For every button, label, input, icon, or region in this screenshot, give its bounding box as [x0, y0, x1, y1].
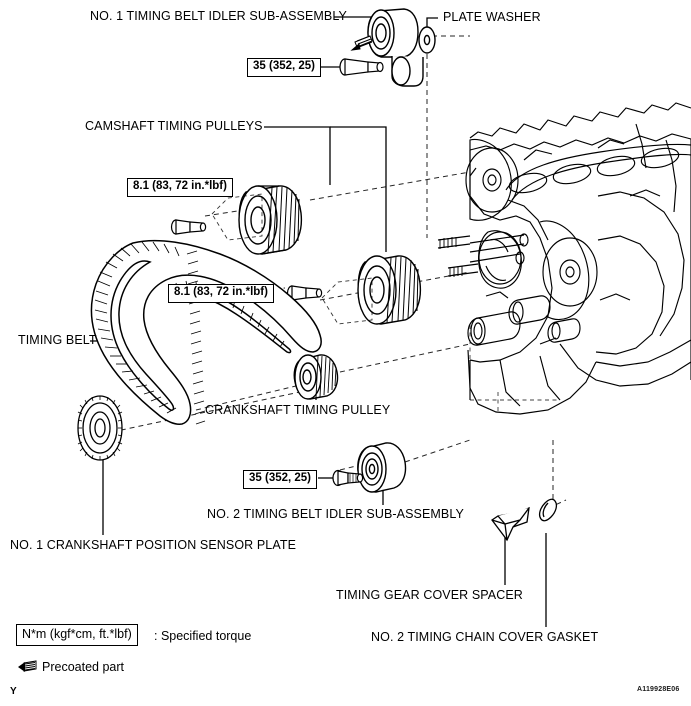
- camshaft-pulley-bolt-lower: [286, 285, 323, 301]
- torque-spec-cam-pulley-bolt-lower: 8.1 (83, 72 in.*lbf): [168, 284, 274, 303]
- camshaft-timing-pulley-upper: [238, 185, 303, 255]
- ghost-outline-upper: [211, 193, 263, 241]
- legend-torque-units: N*m (kgf*cm, ft.*lbf): [16, 624, 138, 646]
- torque-spec-cam-pulley-bolt-upper: 8.1 (83, 72 in.*lbf): [127, 178, 233, 197]
- label-no1-timing-belt-idler: NO. 1 TIMING BELT IDLER SUB-ASSEMBLY: [90, 9, 347, 23]
- crankshaft-position-sensor-plate-part: [77, 395, 123, 461]
- no1-idler-bolt: [339, 58, 384, 76]
- precoat-hatch-icon-top: [350, 35, 373, 51]
- engine-block-drawing: [437, 102, 691, 415]
- engine-projection-dashes: [469, 325, 560, 412]
- legend-precoated-part: Precoated part: [42, 660, 124, 674]
- camshaft-timing-pulley-lower: [357, 255, 422, 325]
- crankshaft-timing-pulley-part: [293, 354, 339, 400]
- ghost-outline-lower: [321, 277, 373, 325]
- label-crankshaft-position-sensor-plate: NO. 1 CRANKSHAFT POSITION SENSOR PLATE: [10, 538, 297, 552]
- timing-belt-teeth: [94, 241, 180, 414]
- timing-belt-teeth-right: [186, 250, 206, 425]
- precoated-part-icon: [18, 660, 37, 672]
- label-no2-timing-belt-idler: NO. 2 TIMING BELT IDLER SUB-ASSEMBLY: [207, 507, 464, 521]
- torque-spec-no2-idler-bolt: 35 (352, 25): [243, 470, 318, 489]
- camshaft-pulley-bolt-upper: [170, 219, 207, 235]
- no1-timing-belt-idler-pulley: [367, 8, 424, 87]
- label-timing-gear-cover-spacer: TIMING GEAR COVER SPACER: [336, 588, 523, 602]
- plate-washer-part: [418, 26, 436, 54]
- figure-code: A119928E06: [637, 686, 680, 693]
- label-plate-washer: PLATE WASHER: [443, 10, 541, 24]
- no2-idler-bolt: [332, 469, 364, 487]
- no2-timing-belt-idler-pulley: [357, 442, 407, 493]
- label-crankshaft-timing-pulley: CRANKSHAFT TIMING PULLEY: [205, 403, 391, 417]
- corner-mark-y: Y: [10, 686, 17, 697]
- label-camshaft-timing-pulleys: CAMSHAFT TIMING PULLEYS: [85, 119, 263, 133]
- no2-timing-chain-cover-gasket-part: [538, 498, 558, 522]
- label-no2-timing-chain-cover-gasket: NO. 2 TIMING CHAIN COVER GASKET: [371, 630, 599, 644]
- timing-gear-cover-spacer-part: [491, 506, 530, 542]
- legend-torque-meaning: : Specified torque: [154, 629, 252, 643]
- torque-spec-no1-idler-bolt: 35 (352, 25): [247, 58, 322, 77]
- label-timing-belt: TIMING BELT: [18, 333, 97, 347]
